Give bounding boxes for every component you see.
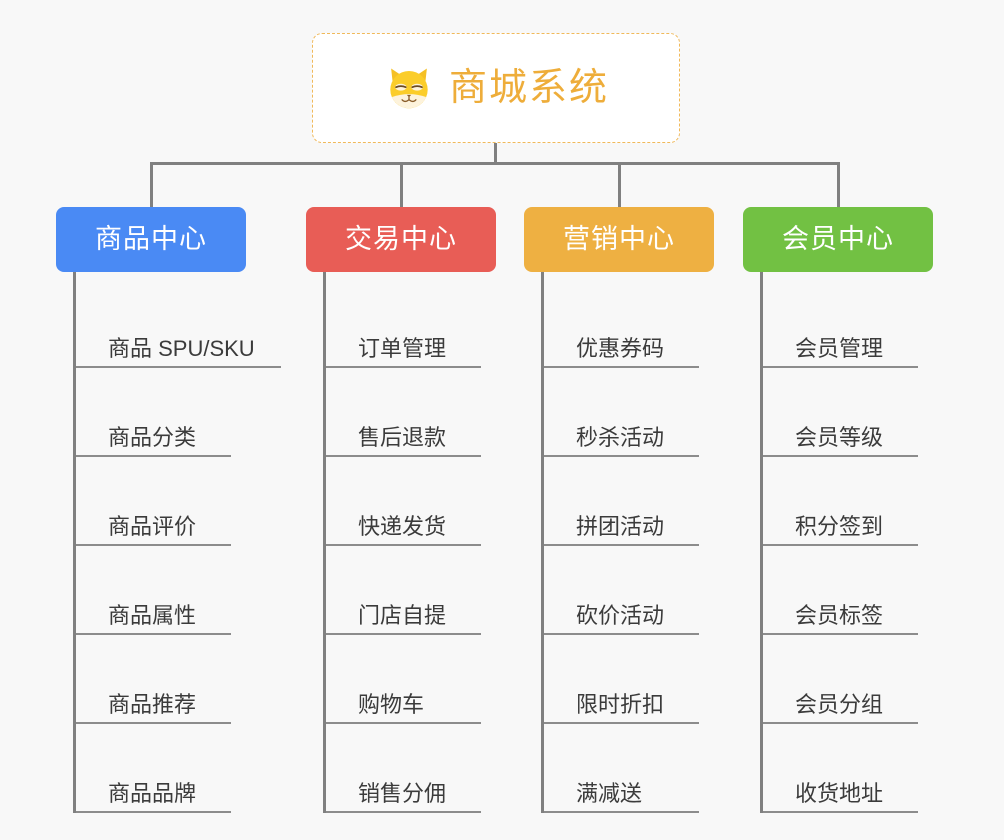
connector-drop-branch-2 [400,162,403,209]
leaf-label: 门店自提 [358,602,447,628]
leaf-label: 销售分佣 [358,780,447,806]
leaf-label: 商品属性 [108,602,197,628]
leaf-item[interactable]: 积分签到 [763,457,918,546]
shiba-dog-face-icon [390,68,428,109]
leaf-item[interactable]: 商品 SPU/SKU [76,279,281,368]
leaf-label: 订单管理 [358,335,447,361]
leaf-label: 优惠券码 [576,335,665,361]
branch-header-marketing-center[interactable]: 营销中心 [524,207,714,272]
leaf-item[interactable]: 商品评价 [76,457,231,546]
leaf-item[interactable]: 满减送 [544,724,699,813]
leaf-label: 拼团活动 [576,513,665,539]
leaf-item[interactable]: 门店自提 [326,546,481,635]
leaf-item[interactable]: 商品分类 [76,368,231,457]
leaf-label: 商品推荐 [108,691,197,717]
leaf-label: 商品评价 [108,513,197,539]
leaf-label: 购物车 [358,691,425,717]
root-title: 商城系统 [448,67,609,109]
branch-column-trade-center: 交易中心 订单管理 售后退款 快递发货 门店自提 购物车 销售分佣 [306,207,496,813]
branch-header-label: 会员中心 [782,224,894,254]
branch-column-product-center: 商品中心 商品 SPU/SKU 商品分类 商品评价 商品属性 商品推荐 商品品牌 [56,207,281,813]
leaf-label: 商品品牌 [108,780,197,806]
branch-column-marketing-center: 营销中心 优惠券码 秒杀活动 拼团活动 砍价活动 限时折扣 满减送 [524,207,714,813]
branch-header-label: 交易中心 [345,224,457,254]
leaf-item[interactable]: 商品推荐 [76,635,231,724]
leaf-item[interactable]: 快递发货 [326,457,481,546]
leaf-label: 快递发货 [358,513,447,539]
leaf-label: 会员分组 [795,691,884,717]
connector-horizontal-bus [150,162,840,165]
connector-drop-branch-1 [150,162,153,209]
leaf-item[interactable]: 会员标签 [763,546,918,635]
leaf-item[interactable]: 会员分组 [763,635,918,724]
leaf-label: 满减送 [576,780,643,806]
leaf-item[interactable]: 砍价活动 [544,546,699,635]
leaf-label: 商品 SPU/SKU [108,335,255,361]
branch-header-product-center[interactable]: 商品中心 [56,207,246,272]
leaf-item[interactable]: 售后退款 [326,368,481,457]
leaf-label: 会员管理 [795,335,884,361]
leaf-item[interactable]: 销售分佣 [326,724,481,813]
leaf-item[interactable]: 优惠券码 [544,279,699,368]
leaf-item[interactable]: 商品属性 [76,546,231,635]
leaf-label: 积分签到 [795,513,884,539]
leaf-label: 砍价活动 [576,602,665,628]
leaf-label: 商品分类 [108,424,197,450]
branch-leaf-list: 优惠券码 秒杀活动 拼团活动 砍价活动 限时折扣 满减送 [541,272,714,813]
branch-header-label: 商品中心 [95,224,207,254]
leaf-label: 秒杀活动 [576,424,665,450]
root-node[interactable]: 商城系统 [312,33,680,143]
leaf-label: 限时折扣 [576,691,665,717]
connector-root-stem [494,143,497,164]
branch-leaf-list: 会员管理 会员等级 积分签到 会员标签 会员分组 收货地址 [760,272,933,813]
leaf-item[interactable]: 会员等级 [763,368,918,457]
branch-column-member-center: 会员中心 会员管理 会员等级 积分签到 会员标签 会员分组 收货地址 [743,207,933,813]
connector-drop-branch-3 [618,162,621,209]
leaf-item[interactable]: 拼团活动 [544,457,699,546]
leaf-label: 会员标签 [795,602,884,628]
leaf-label: 收货地址 [795,780,884,806]
leaf-item[interactable]: 秒杀活动 [544,368,699,457]
branch-header-label: 营销中心 [563,224,675,254]
branch-leaf-list: 商品 SPU/SKU 商品分类 商品评价 商品属性 商品推荐 商品品牌 [73,272,281,813]
branch-header-member-center[interactable]: 会员中心 [743,207,933,272]
leaf-label: 会员等级 [795,424,884,450]
leaf-item[interactable]: 收货地址 [763,724,918,813]
branch-leaf-list: 订单管理 售后退款 快递发货 门店自提 购物车 销售分佣 [323,272,496,813]
leaf-label: 售后退款 [358,424,447,450]
leaf-item[interactable]: 会员管理 [763,279,918,368]
leaf-item[interactable]: 订单管理 [326,279,481,368]
connector-drop-branch-4 [837,162,840,209]
leaf-item[interactable]: 购物车 [326,635,481,724]
leaf-item[interactable]: 限时折扣 [544,635,699,724]
branch-header-trade-center[interactable]: 交易中心 [306,207,496,272]
leaf-item[interactable]: 商品品牌 [76,724,231,813]
